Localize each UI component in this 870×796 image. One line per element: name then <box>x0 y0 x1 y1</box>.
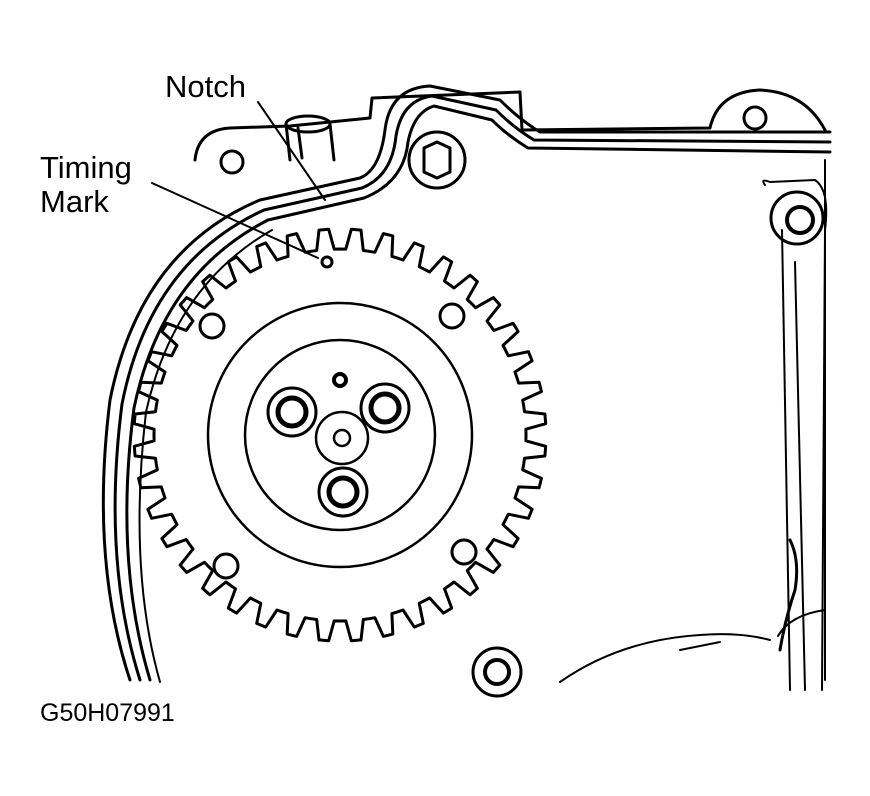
sprocket-bolt-icon <box>266 386 318 438</box>
sprocket-center-hole <box>332 428 352 448</box>
sprocket-center-boss <box>314 410 370 466</box>
engine-housing <box>193 88 828 691</box>
notch-leader-line <box>257 101 326 201</box>
camshaft-sprocket <box>132 227 548 643</box>
sprocket-bolt-icon <box>317 466 369 518</box>
sprocket-hub-inner-ring <box>243 338 437 532</box>
cover-hole-icon <box>742 105 768 131</box>
cover-bolt-icon <box>471 646 523 698</box>
sprocket-hub-ring <box>206 301 474 569</box>
figure-code: G50H07991 <box>40 699 175 727</box>
sprocket-lightening-hole-icon <box>212 552 240 580</box>
sprocket-bolt-icon <box>359 382 411 434</box>
notch-label: Notch <box>165 69 246 104</box>
leader-lines <box>151 101 326 259</box>
cover-bolt-icon <box>769 190 825 246</box>
timing-mark-dot <box>320 255 334 269</box>
housing-bolts <box>219 105 825 698</box>
sprocket-lightening-hole-icon <box>198 312 226 340</box>
timing-mark-label-line1: Timing <box>40 150 132 185</box>
breather-neck <box>284 114 336 162</box>
sprocket-teeth <box>132 227 548 643</box>
timing-mark-leader-line <box>151 182 319 259</box>
sprocket-lightening-hole-icon <box>450 538 478 566</box>
cover-hole-icon <box>219 149 245 175</box>
cover-bolt-icon <box>407 130 467 190</box>
sprocket-lightening-hole-icon <box>438 302 466 330</box>
sprocket-dowel-icon <box>332 372 348 388</box>
timing-mark-label-line2: Mark <box>40 184 109 219</box>
